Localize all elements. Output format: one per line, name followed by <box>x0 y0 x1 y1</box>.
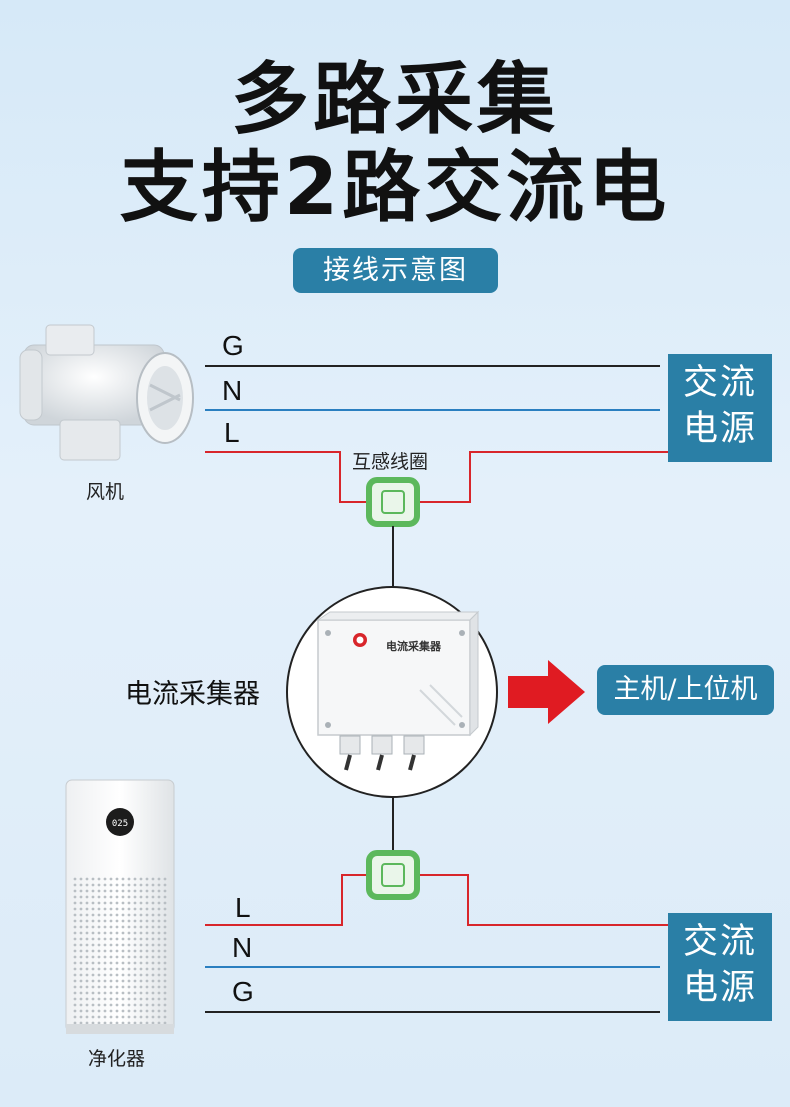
collector-label: 电流采集器 <box>125 679 260 710</box>
host-box: 主机/上位机 <box>597 665 774 715</box>
arrow-to-host <box>508 660 585 724</box>
title-line-1: 多路采集 <box>230 55 559 145</box>
top-power-source: 交流 电源 <box>668 354 772 462</box>
top-coil <box>366 477 420 527</box>
bottom-wire-label-g: G <box>232 976 254 1007</box>
bottom-wire-label-n: N <box>232 932 253 963</box>
purifier-label: 净化器 <box>88 1048 146 1070</box>
top-wire-label-n: N <box>222 375 243 406</box>
fan-label: 风机 <box>86 481 125 503</box>
purifier-image <box>65 779 175 1034</box>
subtitle-badge: 接线示意图 <box>293 248 498 293</box>
bottom-power-line1: 交流 <box>682 922 757 962</box>
title-line-2: 支持2路交流电 <box>119 143 671 233</box>
top-wire-label-l: L <box>224 417 240 448</box>
top-power-line1: 交流 <box>682 363 757 403</box>
collector-device-text: 电流采集器 <box>386 639 442 653</box>
fan-image <box>19 324 194 461</box>
bottom-power-line2: 电源 <box>682 968 757 1008</box>
top-wire-l <box>205 451 668 503</box>
top-wire-label-g: G <box>222 330 244 361</box>
bottom-wire-l <box>205 874 668 926</box>
bottom-coil <box>366 850 420 900</box>
top-power-line2: 电源 <box>682 409 757 449</box>
purifier-display: 025 <box>112 819 128 829</box>
ct-coil-label: 互感线圈 <box>352 451 429 473</box>
bottom-wire-label-l: L <box>235 892 251 923</box>
collector-device-image <box>316 610 480 771</box>
bottom-power-source: 交流 电源 <box>668 913 772 1021</box>
